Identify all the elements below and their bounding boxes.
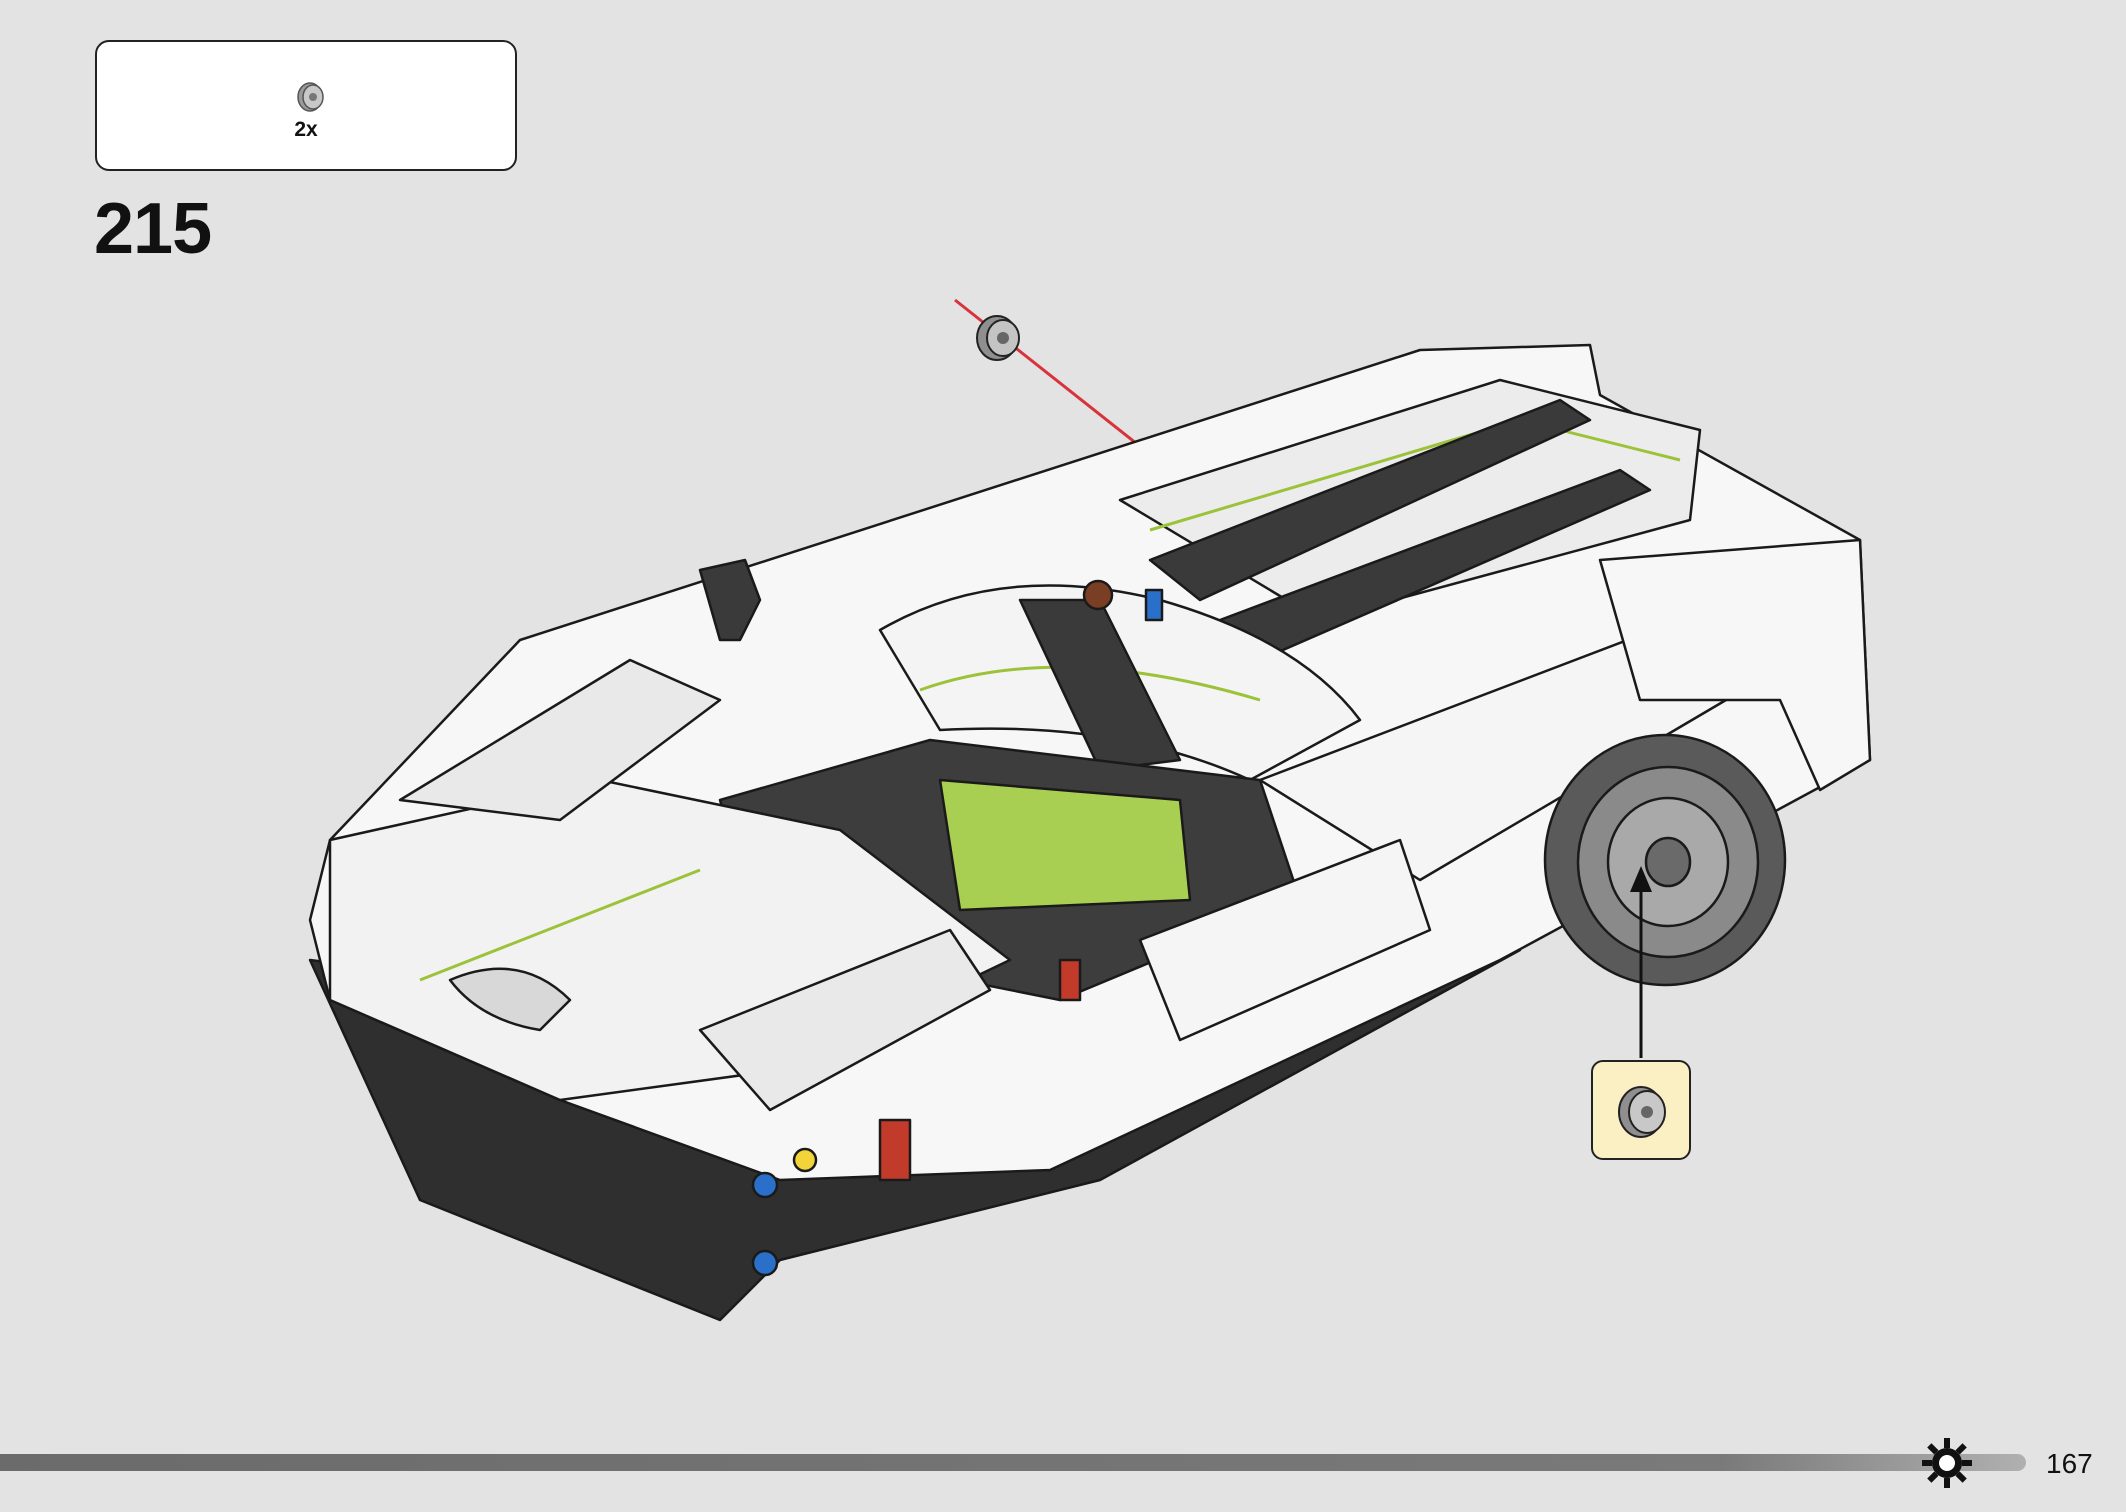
bushing-icon xyxy=(297,82,324,112)
car-model xyxy=(308,343,1872,1322)
progress-bar xyxy=(0,1454,2026,1471)
callout-box xyxy=(1591,1060,1691,1160)
callout-arrow xyxy=(1630,866,1652,1058)
bushing-part xyxy=(976,315,1020,361)
gear-icon xyxy=(1922,1438,1972,1488)
page-number: 167 xyxy=(2046,1448,2093,1479)
part-quantity: 2x xyxy=(294,118,318,141)
step-number: 215 xyxy=(94,189,212,269)
rear-wheel xyxy=(1543,733,1787,987)
parts-list-box: 2x xyxy=(95,40,517,171)
bushing-icon xyxy=(1618,1086,1666,1138)
